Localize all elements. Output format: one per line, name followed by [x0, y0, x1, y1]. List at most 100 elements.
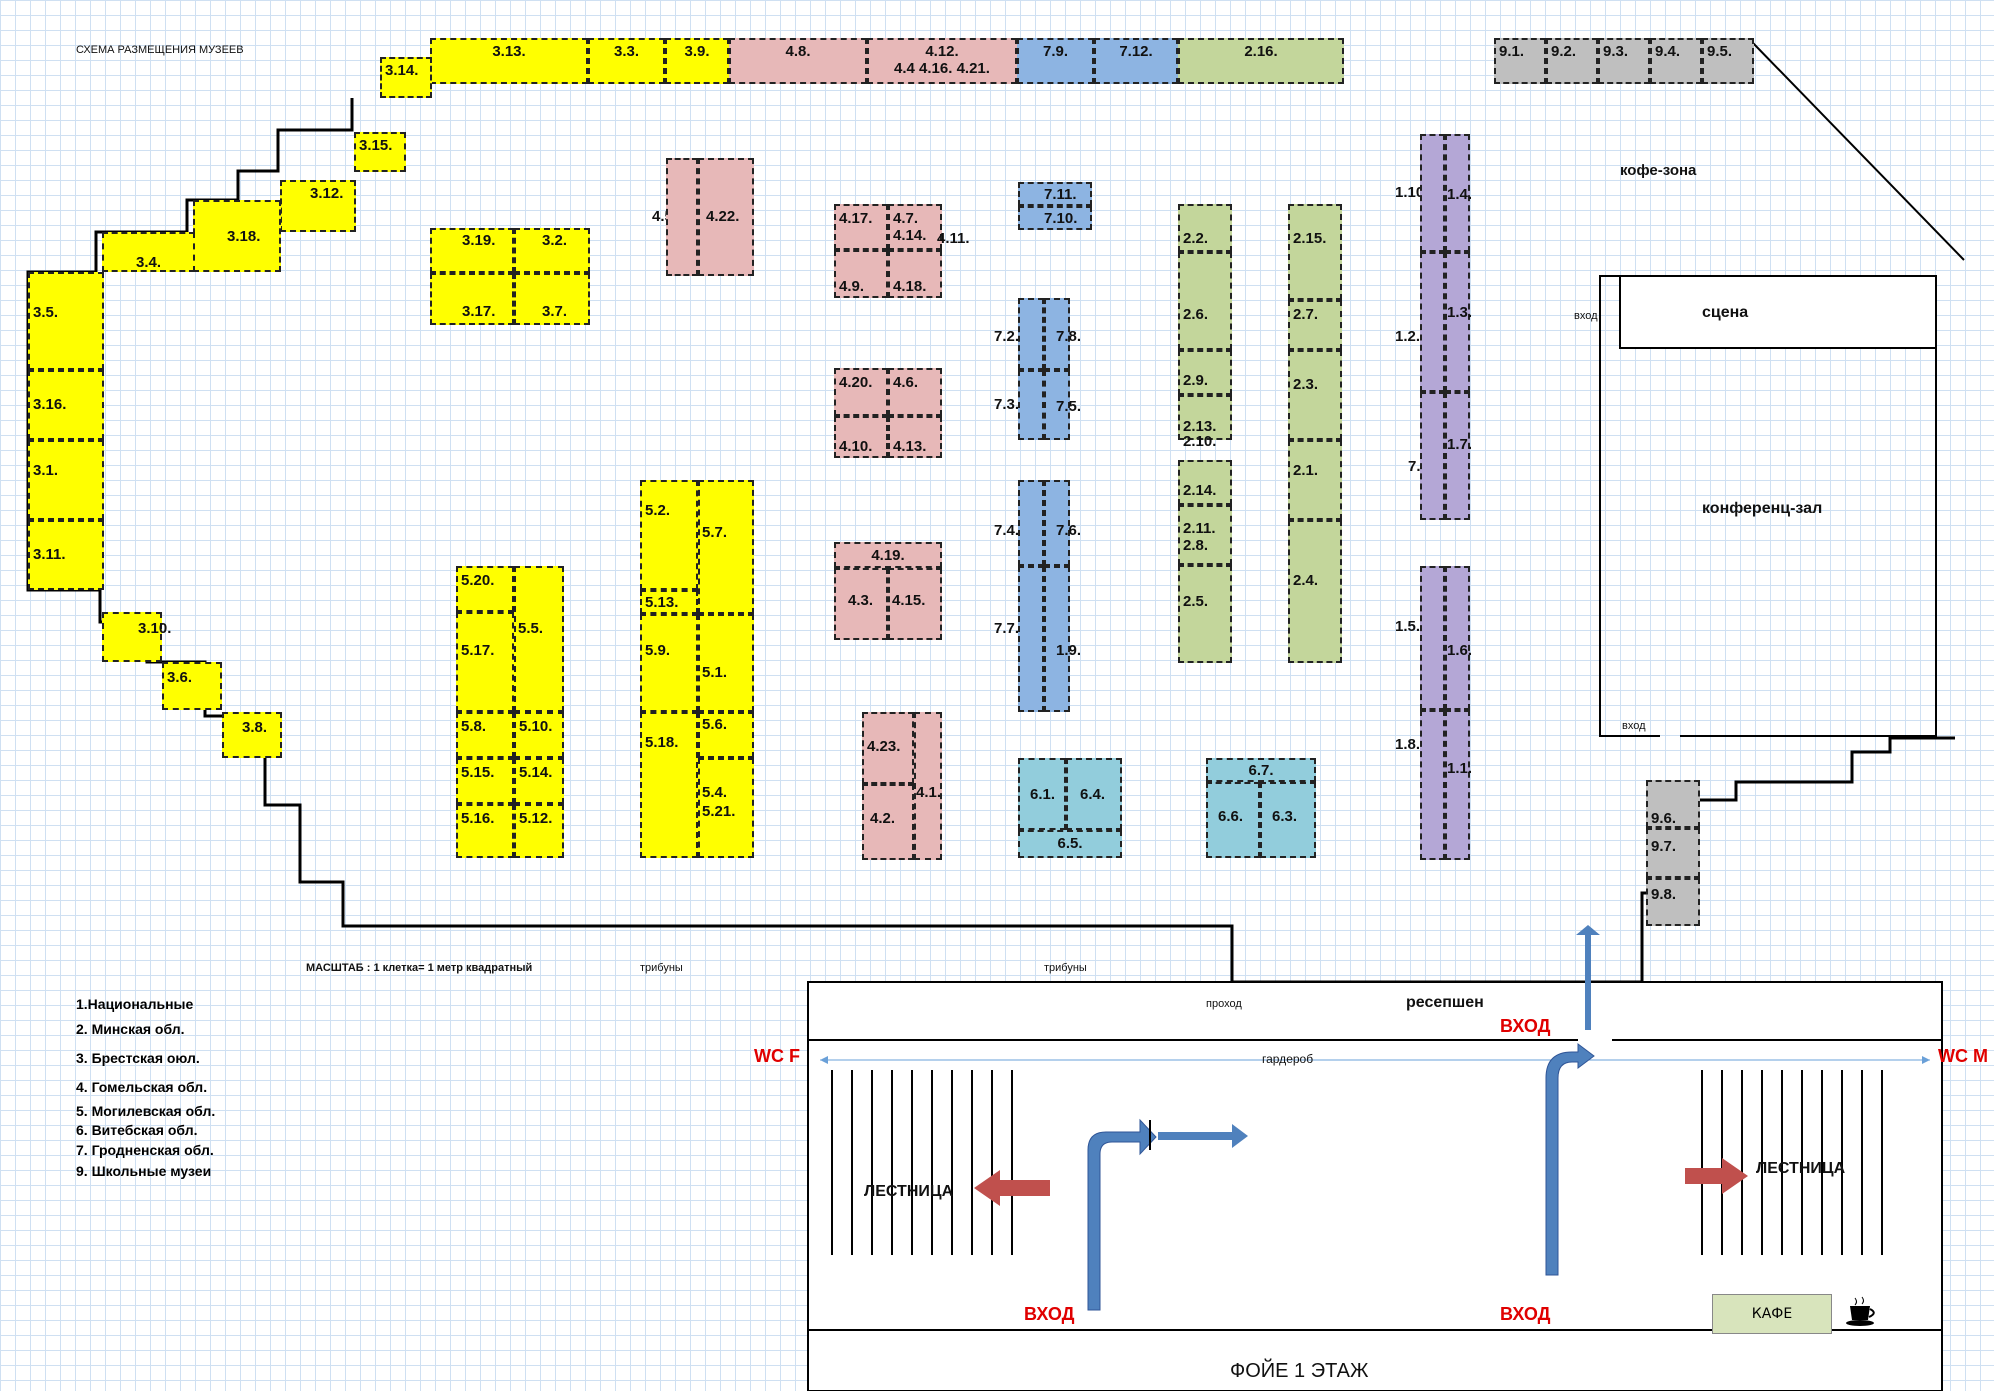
booth-9-2[interactable]: 9.2. [1546, 38, 1598, 84]
booth-3-16[interactable]: 3.16. [28, 370, 104, 440]
booth-3-2[interactable]: 3.2. [514, 228, 590, 273]
booth-1-3[interactable]: 1.3. [1445, 252, 1472, 392]
booth-7-4[interactable] [1018, 480, 1044, 566]
booth-7-8[interactable]: 7.8. [1044, 298, 1081, 370]
booth-2-3[interactable]: 2.3. [1288, 350, 1342, 440]
booth-1-1[interactable]: 1.1. [1445, 710, 1472, 860]
booth-5-7[interactable]: 5.7. [698, 480, 754, 614]
booth-3-14[interactable]: 3.14. [380, 57, 432, 98]
booth-3-17[interactable]: 3.17. [430, 273, 514, 325]
booth-5-6[interactable]: 5.6. [698, 712, 754, 758]
booth-1-10[interactable] [1420, 134, 1445, 252]
booth-5-18[interactable]: 5.18. [640, 712, 698, 858]
booth-4-5[interactable] [666, 158, 698, 276]
booth-5-8[interactable]: 5.8. [456, 712, 514, 758]
booth-5-15[interactable]: 5.15. [456, 758, 514, 804]
booth-3-3[interactable]: 3.3. [588, 38, 665, 84]
booth-5-14[interactable]: 5.14. [514, 758, 564, 804]
booth-2-2[interactable]: 2.2. [1178, 204, 1232, 252]
booth-7-11[interactable]: 7.11. [1018, 182, 1092, 206]
booth-4-3[interactable]: 4.3. [834, 568, 888, 640]
booth-6-6[interactable]: 6.6. [1206, 782, 1260, 858]
booth-9-1[interactable]: 9.1. [1494, 38, 1546, 84]
booth-5-20[interactable]: 5.20. [456, 566, 514, 612]
booth-7-6[interactable]: 7.6. [1044, 480, 1081, 566]
booth-4-17[interactable]: 4.17. [834, 204, 888, 250]
booth-9-8[interactable]: 9.8. [1646, 878, 1700, 926]
booth-1-7[interactable]: 1.7. [1445, 392, 1472, 520]
booth-1-9[interactable]: 1.9. [1044, 566, 1081, 712]
booth-2-11[interactable]: 2.11.2.8. [1178, 505, 1232, 565]
booth-6-1[interactable]: 6.1. [1018, 758, 1066, 830]
booth-1-4[interactable]: 1.4. [1445, 134, 1472, 252]
booth-6-7[interactable]: 6.7. [1206, 758, 1316, 782]
booth-3-11[interactable]: 3.11. [28, 520, 104, 590]
booth-3-13[interactable]: 3.13. [430, 38, 588, 84]
booth-4-7[interactable]: 4.7.4.14. [888, 204, 942, 250]
booth-5-5[interactable]: 5.5. [514, 566, 564, 712]
booth-4-8[interactable]: 4.8. [729, 38, 867, 84]
booth-1-6[interactable]: 1.6. [1445, 566, 1472, 710]
booth-9-5[interactable]: 9.5. [1702, 38, 1754, 84]
booth-7-5[interactable]: 7.5. [1044, 370, 1081, 440]
booth-7-3[interactable] [1018, 370, 1044, 440]
booth-2-4[interactable]: 2.4. [1288, 520, 1342, 663]
booth-3-8[interactable]: 3.8. [222, 712, 282, 758]
booth-4-9[interactable]: 4.9. [834, 250, 888, 298]
booth-3-4[interactable]: 3.4. [102, 232, 195, 272]
booth-3-7[interactable]: 3.7. [514, 273, 590, 325]
booth-2-13[interactable]: 2.13.2.10. [1178, 395, 1232, 449]
booth-6-5[interactable]: 6.5. [1018, 830, 1122, 858]
booth-1-5[interactable] [1420, 566, 1445, 710]
booth-5-9[interactable]: 5.9. [640, 614, 698, 712]
booth-7-1[interactable] [1420, 392, 1445, 520]
booth-9-6[interactable]: 9.6. [1646, 780, 1700, 828]
booth-4-19[interactable]: 4.19. [834, 542, 942, 568]
booth-3-1[interactable]: 3.1. [28, 440, 104, 520]
booth-2-9[interactable]: 2.9. [1178, 350, 1232, 395]
booth-9-7[interactable]: 9.7. [1646, 828, 1700, 878]
booth-5-10[interactable]: 5.10. [514, 712, 564, 758]
booth-5-16[interactable]: 5.16. [456, 804, 514, 858]
booth-2-15[interactable]: 2.15. [1288, 204, 1342, 300]
booth-4-18[interactable]: 4.18. [888, 250, 942, 298]
booth-6-4[interactable]: 6.4. [1066, 758, 1122, 830]
booth-3-18[interactable]: 3.18. [193, 200, 281, 272]
booth-1-2[interactable] [1420, 252, 1445, 392]
booth-4-23[interactable]: 4.23. [862, 712, 914, 784]
booth-2-16[interactable]: 2.16. [1178, 38, 1344, 84]
booth-1-8[interactable] [1420, 710, 1445, 860]
booth-7-2[interactable] [1018, 298, 1044, 370]
booth-3-9[interactable]: 3.9. [665, 38, 729, 84]
booth-4-1[interactable]: 4.1. [914, 712, 942, 860]
booth-9-3[interactable]: 9.3. [1598, 38, 1650, 84]
booth-2-5[interactable]: 2.5. [1178, 565, 1232, 663]
booth-7-10[interactable]: 7.10. [1018, 206, 1092, 230]
booth-4-6[interactable]: 4.6. [888, 368, 942, 416]
booth-5-12[interactable]: 5.12. [514, 804, 564, 858]
booth-3-12[interactable]: 3.12. [280, 180, 356, 232]
booth-7-9[interactable]: 7.9. [1017, 38, 1094, 84]
booth-3-10[interactable]: 3.10. [102, 612, 171, 662]
booth-2-1[interactable]: 2.1. [1288, 440, 1342, 520]
booth-7-7[interactable] [1018, 566, 1044, 712]
booth-5-13[interactable]: 5.13. [640, 590, 698, 614]
cafe-box[interactable]: КАФЕ [1712, 1294, 1832, 1334]
booth-2-14[interactable]: 2.14. [1178, 460, 1232, 505]
booth-3-19[interactable]: 3.19. [430, 228, 514, 273]
booth-4-12[interactable]: 4.12. 4.4 4.16. 4.21. [867, 38, 1017, 84]
booth-9-4[interactable]: 9.4. [1650, 38, 1702, 84]
booth-4-10[interactable]: 4.10. [834, 416, 888, 458]
booth-4-2[interactable]: 4.2. [862, 784, 914, 860]
booth-4-15[interactable]: 4.15. [888, 568, 942, 640]
booth-7-12[interactable]: 7.12. [1094, 38, 1178, 84]
booth-6-3[interactable]: 6.3. [1260, 782, 1316, 858]
booth-3-15[interactable]: 3.15. [354, 132, 406, 172]
booth-4-22[interactable]: 4.22. [698, 158, 754, 276]
booth-5-2[interactable]: 5.2. [640, 480, 698, 590]
booth-2-6[interactable]: 2.6. [1178, 252, 1232, 350]
booth-5-4[interactable]: 5.4.5.21. [698, 758, 754, 858]
booth-4-13[interactable]: 4.13. [888, 416, 942, 458]
booth-4-20[interactable]: 4.20. [834, 368, 888, 416]
booth-3-5[interactable]: 3.5. [28, 272, 104, 370]
